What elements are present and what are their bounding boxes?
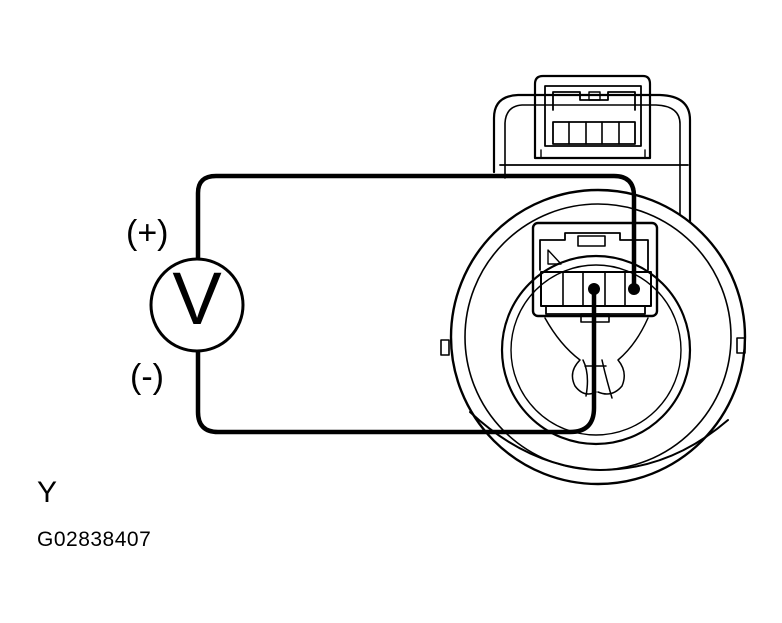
figure-code: G02838407 (37, 528, 152, 551)
negative-terminal-label: (-) (130, 358, 164, 396)
right-side-clip (736, 337, 746, 354)
sensor-housing (440, 74, 747, 486)
sensor-bore-inner (510, 264, 682, 436)
view-direction-label: Y (37, 476, 58, 509)
housing-upper-inner (504, 104, 681, 215)
positive-terminal-label: (+) (126, 214, 169, 252)
negative-probe-tip (588, 283, 600, 295)
voltmeter-symbol-label: V (172, 257, 222, 340)
left-side-clip (440, 339, 450, 356)
housing-lower-lip (469, 411, 729, 471)
test-leads (195, 173, 637, 435)
positive-lead (195, 173, 637, 291)
top-connector (533, 74, 652, 160)
housing-outer-ring (449, 188, 747, 486)
sensing-element (544, 317, 649, 399)
sensor-bore-outer (500, 254, 692, 446)
voltmeter-circle (149, 257, 245, 353)
negative-lead (195, 285, 597, 435)
positive-probe-tip (628, 283, 640, 295)
